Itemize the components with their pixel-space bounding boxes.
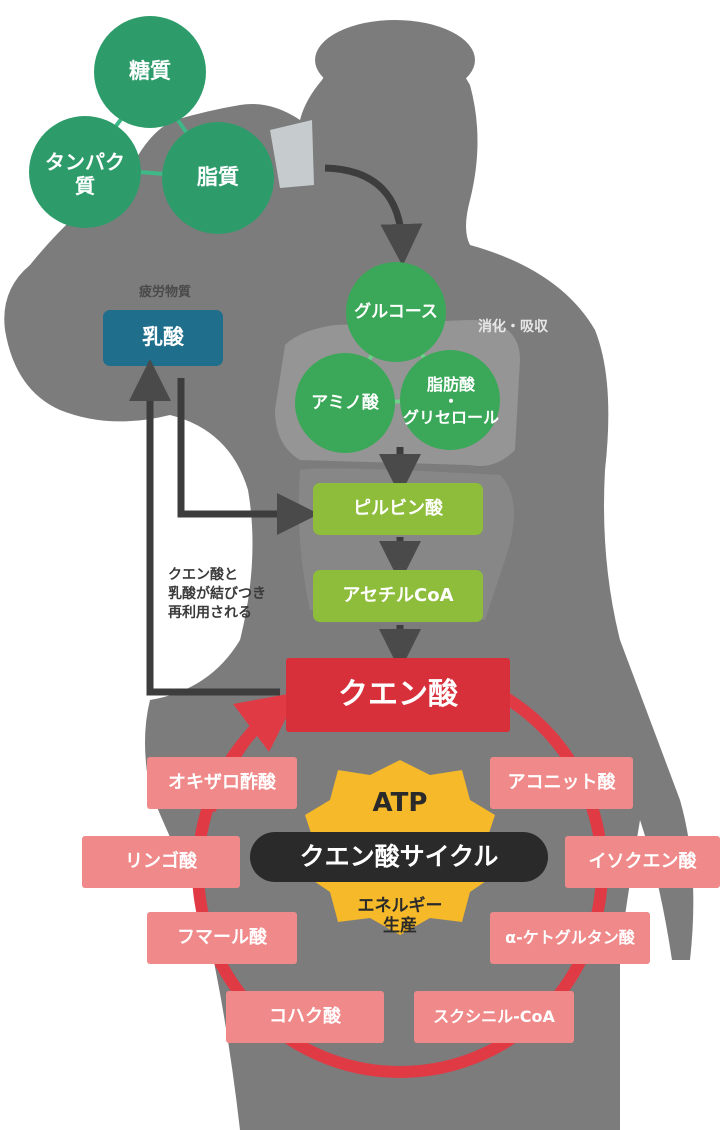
recycle-note-line1: クエン酸と <box>168 567 238 583</box>
ketoglutarate-label: α-ケトグルタン酸 <box>505 928 635 948</box>
fat-circle <box>162 122 274 234</box>
fat-label: 脂質 <box>197 165 239 190</box>
sugar-label: 糖質 <box>129 59 171 84</box>
sugar-circle <box>94 16 206 128</box>
protein-label: タンパク 質 <box>30 146 140 202</box>
cup-shape <box>270 120 314 188</box>
digestion-note: 消化・吸収 <box>478 319 548 335</box>
aconitate-label: アコニット酸 <box>507 772 616 794</box>
cycle-pill <box>250 832 548 882</box>
acid-boxes <box>82 757 720 1043</box>
lactic-label: 乳酸 <box>142 325 184 350</box>
atp-label: ATP <box>372 788 428 819</box>
isocitrate-label: イソクエン酸 <box>588 851 697 873</box>
fatty-circle <box>400 350 500 450</box>
glucose-circle <box>346 262 446 362</box>
pyruvate-label: ピルビン酸 <box>353 498 443 520</box>
lactic-box <box>103 310 223 366</box>
succinate-label: コハク酸 <box>269 1006 341 1028</box>
protein-label-line2: 質 <box>75 174 95 198</box>
protein-circle <box>29 116 141 228</box>
fumarate-label: フマール酸 <box>177 927 267 949</box>
recycle-note-line2: 乳酸が結びつき <box>168 585 266 602</box>
fatty-label: 脂肪酸 ・ グリセロール <box>396 373 506 431</box>
fatty-label-line1: 脂肪酸 <box>426 374 475 394</box>
protein-label-line1: タンパク <box>45 150 125 174</box>
fatty-label-dot: ・ <box>442 391 459 411</box>
energy-label: エネルギー 生産 <box>335 888 465 944</box>
oxaloacetate-label: オキザロ酢酸 <box>168 772 276 794</box>
acetyl-label: アセチルCoA <box>342 585 454 607</box>
citric-box <box>286 658 510 732</box>
swallow-arrow <box>324 164 423 266</box>
citric-label: クエン酸 <box>338 677 458 712</box>
lactic-caption: 疲労物質 <box>138 285 191 300</box>
pyruvate-box <box>313 483 483 535</box>
succinyl-label: スクシニル-CoA <box>433 1007 555 1027</box>
amino-circle <box>295 353 395 453</box>
energy-label-line2: 生産 <box>383 916 417 936</box>
energy-label-line1: エネルギー <box>357 895 443 916</box>
recycle-note: クエン酸と 乳酸が結びつき 再利用される <box>168 566 308 623</box>
malate-label: リンゴ酸 <box>125 851 197 873</box>
acetyl-box <box>313 570 483 622</box>
amino-label: アミノ酸 <box>311 392 379 413</box>
glucose-label: グルコース <box>354 301 438 322</box>
cycle-title: クエン酸サイクル <box>299 842 499 871</box>
fatty-label-line2: グリセロール <box>402 408 499 428</box>
recycle-note-line3: 再利用される <box>168 604 252 621</box>
